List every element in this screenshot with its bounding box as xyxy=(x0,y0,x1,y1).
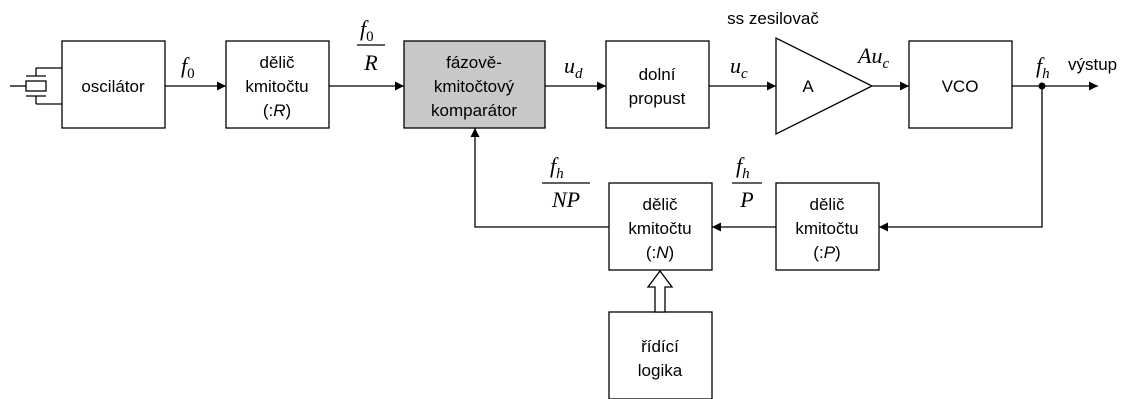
svg-text:P: P xyxy=(739,187,753,212)
svg-text:f0: f0 xyxy=(360,16,374,45)
crystal-icon xyxy=(10,67,62,105)
svg-text:fh: fh xyxy=(736,153,750,182)
divider-p-line2: kmitočtu xyxy=(795,219,858,238)
amplifier-label: A xyxy=(802,77,814,96)
lowpass-filter-block: dolní propust xyxy=(605,40,710,129)
control-logic-block: řídící logika xyxy=(608,311,713,399)
oscillator-block: oscilátor xyxy=(61,40,166,129)
divider-r-block: dělič kmitočtu (:R) xyxy=(225,40,330,129)
svg-text:fh: fh xyxy=(550,153,564,182)
wire-divider-n-to-comparator xyxy=(470,128,609,228)
wire-feedback-to-divider-p xyxy=(879,86,1043,232)
signal-fh-over-P: fh P xyxy=(732,153,762,212)
control-arrow xyxy=(646,269,674,313)
signal-f0: f0 xyxy=(181,53,195,82)
vco-block: VCO xyxy=(908,40,1013,129)
divider-n-block: dělič kmitočtu (:N) xyxy=(608,182,713,271)
divider-p-line1: dělič xyxy=(810,195,845,214)
output-label: výstup xyxy=(1068,55,1117,74)
divider-n-line1: dělič xyxy=(643,195,678,214)
svg-text:R: R xyxy=(363,50,378,75)
divider-p-line3: (:P) xyxy=(813,243,840,262)
lowpass-line1: dolní xyxy=(639,65,676,84)
divider-r-line1: dělič xyxy=(260,53,295,72)
divider-p-block: dělič kmitočtu (:P) xyxy=(775,182,880,271)
divider-r-line2: kmitočtu xyxy=(245,77,308,96)
control-logic-line1: řídící xyxy=(641,337,679,356)
comparator-line3: komparátor xyxy=(431,101,517,120)
svg-text:NP: NP xyxy=(551,187,580,212)
divider-n-line2: kmitočtu xyxy=(628,219,691,238)
signal-ud: ud xyxy=(564,53,583,82)
oscillator-label: oscilátor xyxy=(81,77,145,96)
divider-n-line3: (:N) xyxy=(646,243,674,262)
comparator-line1: fázově- xyxy=(446,53,502,72)
control-logic-line2: logika xyxy=(638,361,683,380)
divider-r-line3: (:R) xyxy=(263,101,291,120)
phase-frequency-comparator-block: fázově- kmitočtový komparátor xyxy=(403,40,546,129)
amplifier-title: ss zesilovač xyxy=(727,9,819,28)
comparator-line2: kmitočtový xyxy=(434,77,515,96)
lowpass-line2: propust xyxy=(629,89,686,108)
signal-f0-over-R: f0 R xyxy=(357,16,385,75)
signal-Auc: Auc xyxy=(856,43,889,72)
dc-amplifier-block: A ss zesilovač xyxy=(727,9,874,136)
signal-fh: fh xyxy=(1036,53,1050,82)
vco-label: VCO xyxy=(942,77,979,96)
signal-fh-over-NP: fh NP xyxy=(542,153,590,212)
signal-uc: uc xyxy=(730,53,748,82)
